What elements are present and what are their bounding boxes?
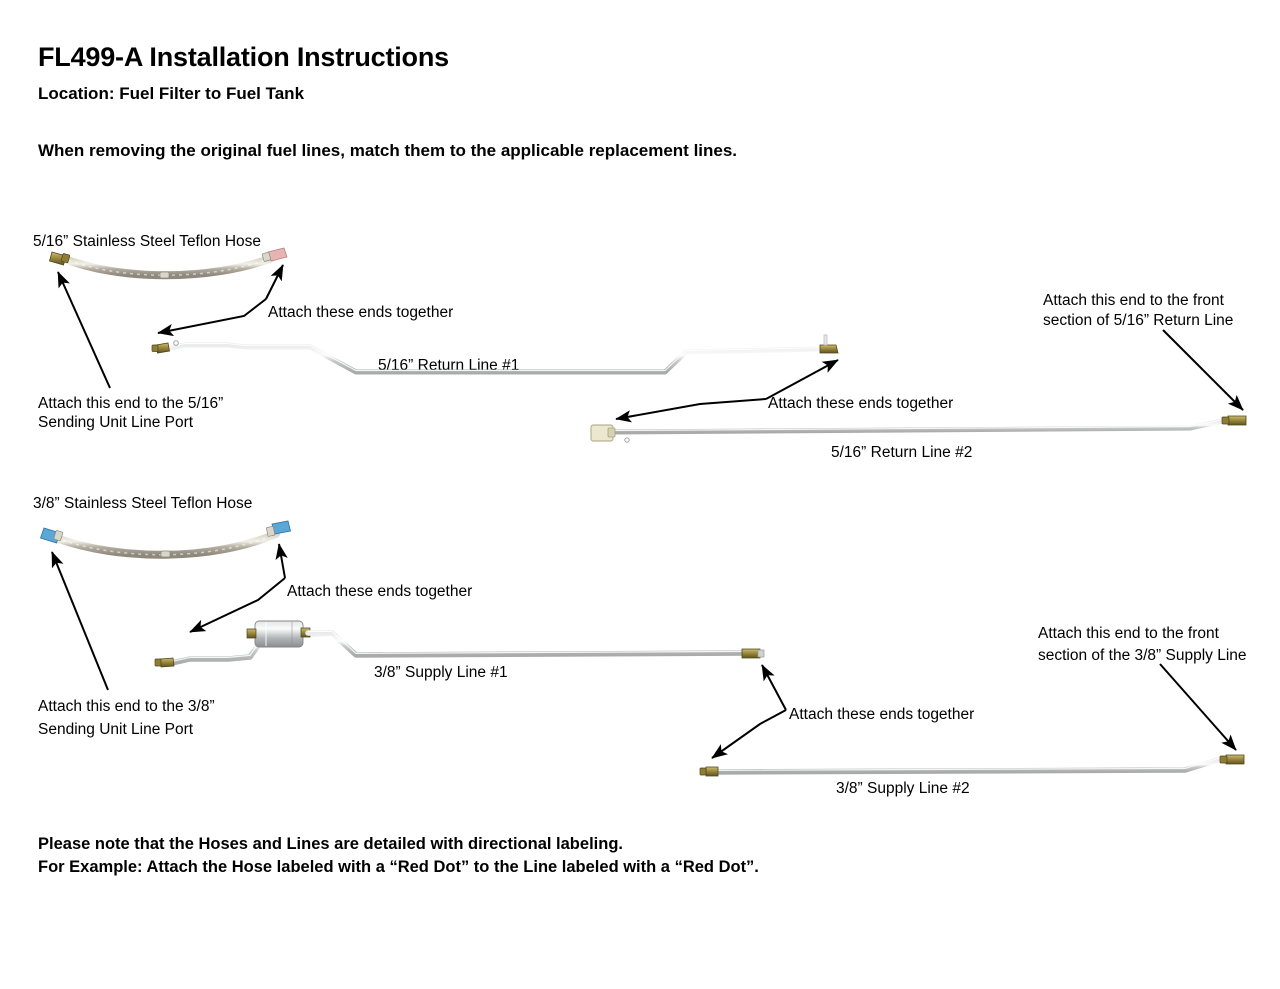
part-516-teflon-hose — [49, 247, 288, 280]
arrow-38-hose-right-attach — [275, 543, 288, 579]
note-line-1: Please note that the Hoses and Lines are… — [38, 835, 623, 853]
part-516-return-line-2 — [590, 415, 1247, 443]
label-516-return-line-1: 5/16” Return Line #1 — [378, 357, 520, 374]
fitting-516-line1-left — [151, 342, 170, 354]
part-38-teflon-hose — [39, 520, 291, 559]
fitting-516-line2-right-brass — [1221, 415, 1247, 426]
fitting-38-line1-left — [154, 657, 175, 668]
part-38-supply-line-1 — [154, 620, 765, 668]
directional-labeling-note: Please note that the Hoses and Lines are… — [38, 833, 759, 880]
arrow-516-hose-right-attach — [265, 264, 284, 300]
fitting-516-hose-left-brass — [49, 251, 71, 266]
callout-38-line1-to-line2: Attach these ends together — [789, 706, 975, 723]
arrow-38-line1-left-attach — [189, 577, 286, 633]
arrow-516-line2-left-attach — [615, 398, 767, 423]
callout-516-front-l2: section of 5/16” Return Line — [1043, 312, 1234, 329]
label-38-hose: 3/8” Stainless Steel Teflon Hose — [33, 495, 253, 512]
fitting-38-line2-right — [1219, 754, 1245, 765]
callout-516-hose-to-line: Attach these ends together — [268, 304, 454, 321]
arrow-516-front-section — [1162, 329, 1244, 411]
arrow-38-hose-left-to-sending-unit — [51, 551, 109, 691]
fitting-516-hose-right-red-dot — [261, 247, 288, 262]
callout-38-hose-to-line: Attach these ends together — [287, 583, 473, 600]
fitting-38-line2-left — [699, 766, 719, 777]
fitting-38-hose-right-blue-dot — [266, 520, 291, 537]
callout-38-front-l1: Attach this end to the front — [1038, 625, 1219, 642]
callout-38-sending-unit-l2: Sending Unit Line Port — [38, 721, 194, 738]
callout-38-sending-unit-l1: Attach this end to the 3/8” — [38, 698, 215, 715]
callout-516-sending-unit-l2: Sending Unit Line Port — [38, 414, 194, 431]
fitting-516-line2-left-cream — [590, 424, 616, 442]
inline-fuel-filter-canister — [246, 620, 311, 648]
arrow-38-line1-right-attach — [761, 664, 787, 711]
fitting-516-line1-right — [819, 334, 839, 354]
callout-38-front-l2: section of the 3/8” Supply Line — [1038, 647, 1247, 664]
label-38-supply-line-1: 3/8” Supply Line #1 — [374, 664, 508, 681]
arrow-38-front-section — [1159, 663, 1237, 751]
arrow-38-line2-left-attach — [711, 709, 787, 759]
page-title: FL499-A Installation Instructions — [38, 42, 449, 72]
arrow-516-line1-left-attach — [157, 298, 267, 337]
fitting-38-line1-right — [741, 648, 765, 659]
label-516-return-line-2: 5/16” Return Line #2 — [831, 444, 973, 461]
intro-instruction: When removing the original fuel lines, m… — [38, 141, 738, 160]
location-subtitle: Location: Fuel Filter to Fuel Tank — [38, 84, 305, 103]
part-38-supply-line-2 — [699, 754, 1245, 777]
label-516-hose: 5/16” Stainless Steel Teflon Hose — [33, 233, 262, 250]
note-line-2: For Example: Attach the Hose labeled wit… — [38, 858, 759, 877]
callout-516-sending-unit-l1: Attach this end to the 5/16” — [38, 395, 224, 412]
arrow-516-hose-left-to-sending-unit — [57, 271, 111, 389]
callout-516-front-l1: Attach this end to the front — [1043, 292, 1224, 309]
callout-516-line1-to-line2: Attach these ends together — [768, 395, 954, 412]
fitting-38-hose-left-blue-dot — [39, 527, 64, 544]
label-38-supply-line-2: 3/8” Supply Line #2 — [836, 780, 970, 797]
